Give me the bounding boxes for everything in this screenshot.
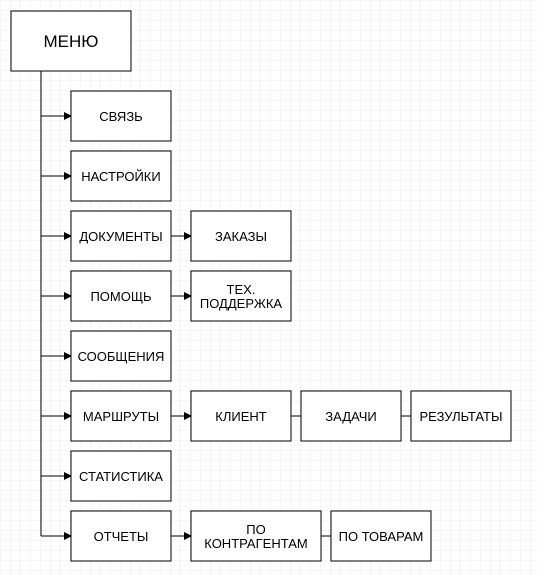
node-tekh-podderzhka: ТЕХ.ПОДДЕРЖКА (190, 270, 292, 322)
node-label-line: РЕЗУЛЬТАТЫ (420, 409, 503, 424)
node-box-soobscheniya (70, 330, 172, 382)
node-pomosch: ПОМОЩЬ (70, 270, 172, 322)
node-otchety: ОТЧЕТЫ (70, 510, 172, 562)
node-box-otchety (70, 510, 172, 562)
edges-layer (40, 71, 411, 540)
node-box-zadachi (300, 390, 402, 442)
node-box-menu (10, 10, 132, 72)
node-box-statistika (70, 450, 172, 502)
node-label-zakazy: ЗАКАЗЫ (215, 229, 267, 244)
node-box-marshruty (70, 390, 172, 442)
node-dokumenty: ДОКУМЕНТЫ (70, 210, 172, 262)
node-label-line: КЛИЕНТ (215, 409, 267, 424)
node-label-line: МЕНЮ (44, 32, 99, 51)
node-klient: КЛИЕНТ (190, 390, 292, 442)
node-label-pomosch: ПОМОЩЬ (90, 289, 151, 304)
node-marshruty: МАРШРУТЫ (70, 390, 172, 442)
node-label-line: ЗАДАЧИ (325, 409, 376, 424)
node-zakazy: ЗАКАЗЫ (190, 210, 292, 262)
node-label-otchety: ОТЧЕТЫ (94, 529, 149, 544)
node-label-line: ДОКУМЕНТЫ (79, 229, 162, 244)
node-label-svyaz: СВЯЗЬ (99, 109, 142, 124)
node-label-line: ТЕХ. (227, 282, 256, 297)
node-menu: МЕНЮ (10, 10, 132, 72)
node-label-line: ПО (246, 522, 265, 537)
node-box-tekh-podderzhka (190, 270, 292, 322)
node-soobscheniya: СООБЩЕНИЯ (70, 330, 172, 382)
node-label-po-tovaram: ПО ТОВАРАМ (339, 529, 424, 544)
node-box-dokumenty (70, 210, 172, 262)
node-box-po-tovaram (330, 510, 432, 562)
node-label-nastroyki: НАСТРОЙКИ (81, 169, 160, 184)
node-label-line: ОТЧЕТЫ (94, 529, 149, 544)
node-label-line: ПОДДЕРЖКА (200, 296, 283, 311)
node-box-pomosch (70, 270, 172, 322)
node-box-zakazy (190, 210, 292, 262)
nodes-layer: МЕНЮ СВЯЗЬ НАСТРОЙКИ ДОКУМЕНТЫ ЗАКАЗЫ ПОМОЩЬ Т… (10, 10, 512, 562)
node-svyaz: СВЯЗЬ (70, 90, 172, 142)
node-label-line: ПО ТОВАРАМ (339, 529, 424, 544)
node-rezultaty: РЕЗУЛЬТАТЫ (410, 390, 512, 442)
node-label-tekh-podderzhka: ТЕХ.ПОДДЕРЖКА (200, 282, 283, 311)
node-label-line: ПОМОЩЬ (90, 289, 151, 304)
node-nastroyki: НАСТРОЙКИ (70, 150, 172, 202)
node-box-po-kontragentam (190, 510, 322, 562)
node-label-zadachi: ЗАДАЧИ (325, 409, 376, 424)
node-label-line: КОНТРАГЕНТАМ (204, 536, 307, 551)
node-label-line: СООБЩЕНИЯ (78, 349, 165, 364)
node-zadachi: ЗАДАЧИ (300, 390, 402, 442)
node-label-soobscheniya: СООБЩЕНИЯ (78, 349, 165, 364)
node-box-svyaz (70, 90, 172, 142)
node-label-klient: КЛИЕНТ (215, 409, 267, 424)
node-label-line: НАСТРОЙКИ (81, 169, 160, 184)
node-box-rezultaty (410, 390, 512, 442)
node-label-statistika: СТАТИСТИКА (79, 469, 163, 484)
node-box-klient (190, 390, 292, 442)
node-po-tovaram: ПО ТОВАРАМ (330, 510, 432, 562)
node-label-line: ЗАКАЗЫ (215, 229, 267, 244)
node-label-line: МАРШРУТЫ (83, 409, 159, 424)
node-label-rezultaty: РЕЗУЛЬТАТЫ (420, 409, 503, 424)
node-box-nastroyki (70, 150, 172, 202)
node-label-line: СВЯЗЬ (99, 109, 142, 124)
node-label-dokumenty: ДОКУМЕНТЫ (79, 229, 162, 244)
node-label-menu: МЕНЮ (44, 32, 99, 51)
node-label-line: СТАТИСТИКА (79, 469, 163, 484)
node-label-marshruty: МАРШРУТЫ (83, 409, 159, 424)
node-statistika: СТАТИСТИКА (70, 450, 172, 502)
